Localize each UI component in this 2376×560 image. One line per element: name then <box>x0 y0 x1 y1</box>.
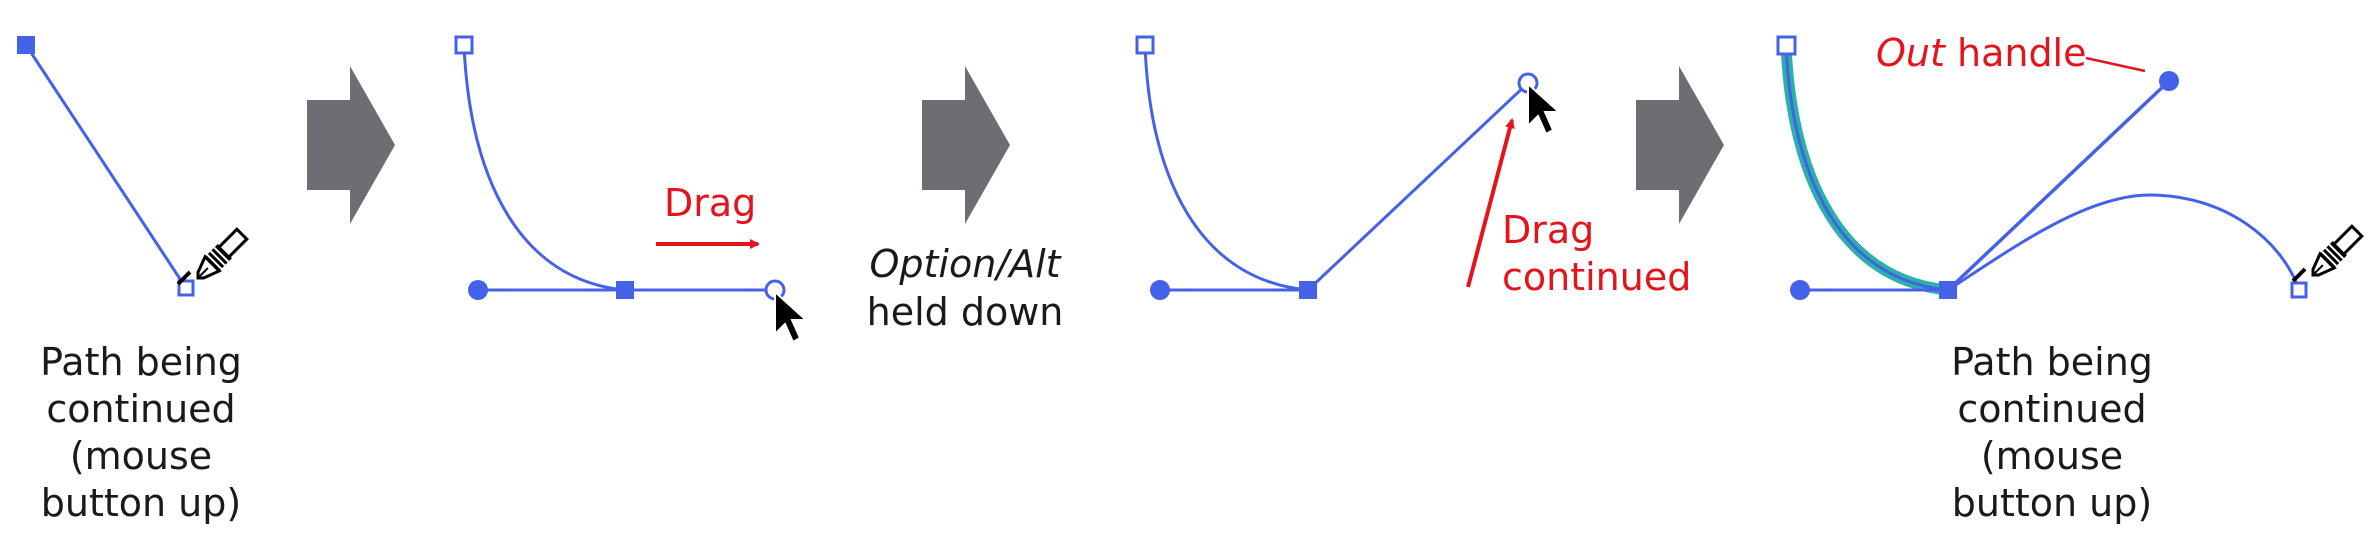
new-curve-segment <box>1947 193 2301 292</box>
panel-3: Drag continued <box>1135 35 1691 300</box>
out-handle-point <box>2159 71 2179 91</box>
out-handle-label: Out handle <box>1876 31 2087 75</box>
curve-segment <box>1143 44 1309 292</box>
anchor-point <box>454 35 474 55</box>
panel-2: Drag <box>454 35 807 343</box>
caption-line-2: continued <box>1957 387 2146 431</box>
anchor-point-selected <box>616 281 634 299</box>
direction-line <box>1306 81 1530 292</box>
panel-4: Out handle Path being continued (mouse b… <box>1776 31 2366 525</box>
caption-line-3: (mouse <box>70 434 212 478</box>
in-handle <box>1150 280 1170 300</box>
out-word: Out <box>1876 31 1947 75</box>
step-arrow-icon <box>1636 66 1724 224</box>
out-handle-line <box>1946 79 2171 292</box>
anchor-point-selected <box>177 279 195 297</box>
caption-line-3: (mouse <box>1981 434 2123 478</box>
arrow-cursor-icon <box>774 291 807 343</box>
drag-arrow <box>1466 118 1515 288</box>
modifier-label: Option/Alt <box>869 242 1062 286</box>
panel-1: Path being continued (mouse button up) <box>17 36 251 525</box>
step-arrow-icon <box>307 66 395 224</box>
caption-line-4: button up) <box>41 481 241 525</box>
end-anchor-point <box>2290 281 2308 299</box>
anchor-point-selected <box>1939 281 1957 299</box>
caption-line-1: Path being <box>1951 340 2153 384</box>
drag-label-continued: continued <box>1502 255 1691 299</box>
handle-word: handle <box>1945 31 2087 75</box>
in-handle <box>1790 280 1810 300</box>
pen-continue-icon <box>176 225 251 288</box>
drag-label: Drag <box>664 181 756 225</box>
highlighted-segment <box>1780 44 1949 296</box>
caption-line-1: Path being <box>40 340 242 384</box>
modifier-note: Option/Alt held down <box>867 242 1064 334</box>
step-arrow-icon <box>922 66 1010 224</box>
caption-line-4: button up) <box>1952 481 2152 525</box>
pen-continue-icon <box>2291 222 2366 285</box>
leader-line <box>2085 56 2146 73</box>
modifier-label-2: held down <box>867 290 1064 334</box>
anchor-point-selected <box>1299 281 1317 299</box>
arrow-cursor-icon <box>1527 83 1560 135</box>
caption-line-2: continued <box>46 387 235 431</box>
curve-segment <box>1784 44 1949 292</box>
in-handle <box>468 280 488 300</box>
drag-label: Drag <box>1502 208 1594 252</box>
curve-segment <box>462 44 626 292</box>
path-segment <box>24 44 188 289</box>
anchor-point <box>1776 35 1797 56</box>
anchor-point <box>1135 35 1155 55</box>
anchor-point <box>17 36 35 54</box>
